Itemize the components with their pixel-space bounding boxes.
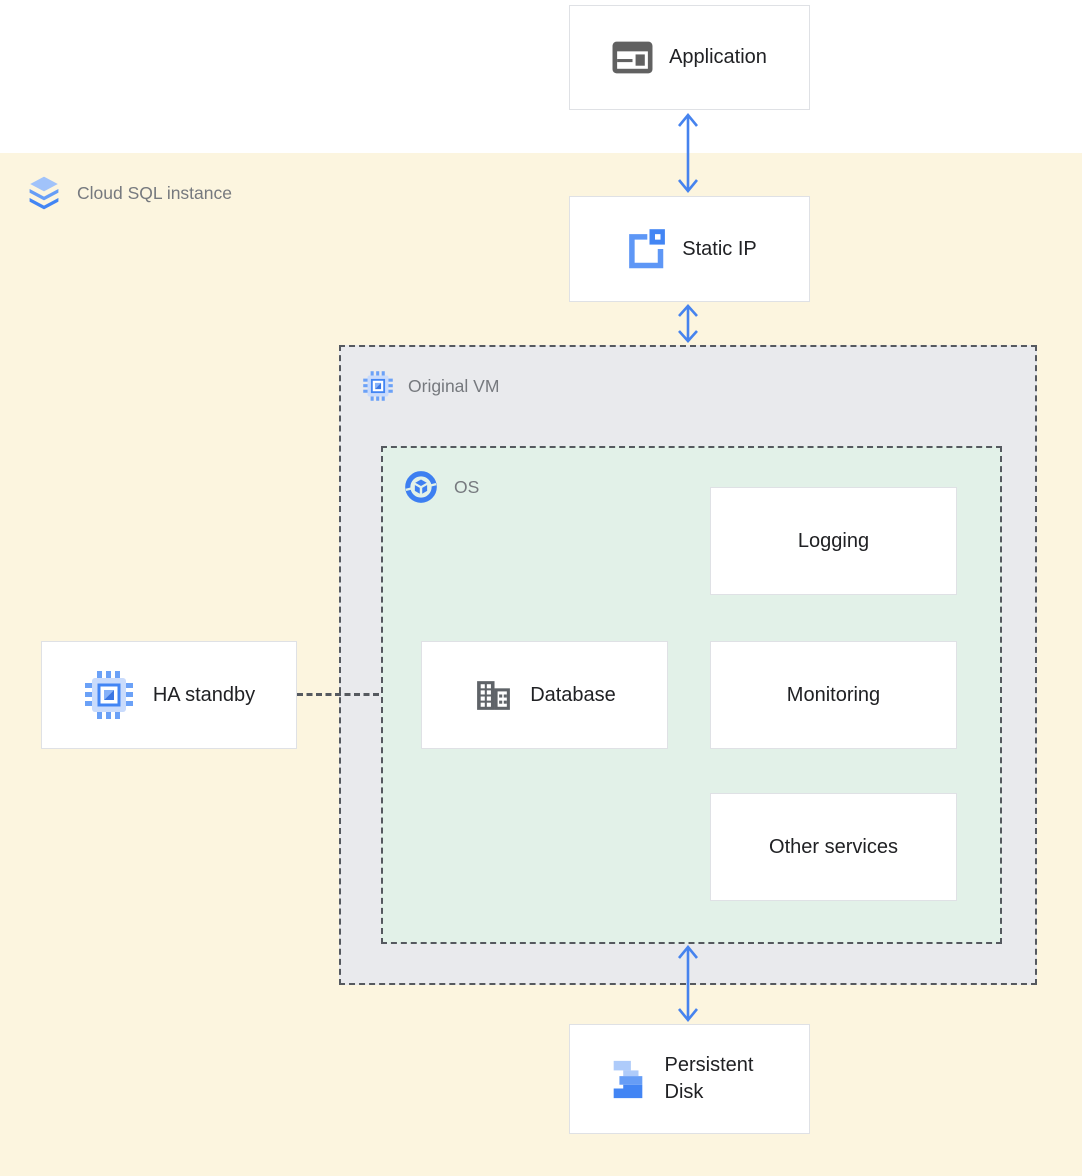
arrow-application-staticip: [674, 112, 702, 194]
database-label: Database: [530, 683, 616, 706]
static-ip-icon: [622, 227, 666, 271]
monitoring-node: Monitoring: [710, 641, 957, 749]
cloud-sql-icon: [25, 174, 63, 212]
original-vm-zone-label: Original VM: [362, 370, 499, 402]
logging-node: Logging: [710, 487, 957, 595]
cloud-sql-zone-label: Cloud SQL instance: [25, 174, 232, 212]
other-services-label: Other services: [769, 835, 898, 858]
arrow-staticip-vm: [674, 303, 702, 344]
application-label: Application: [669, 46, 767, 68]
application-node: Application: [569, 5, 810, 110]
original-vm-zone-title: Original VM: [408, 375, 500, 396]
os-icon: [404, 470, 438, 504]
arrow-os-disk: [674, 944, 702, 1023]
monitoring-label: Monitoring: [786, 683, 881, 706]
cloud-sql-zone-title: Cloud SQL instance: [77, 182, 232, 203]
static-ip-label: Static IP: [682, 237, 757, 260]
persistent-disk-icon: [607, 1055, 649, 1103]
database-icon: [473, 675, 514, 716]
database-node: Database: [421, 641, 668, 749]
os-zone-label: OS: [404, 470, 479, 504]
ha-standby-node: HA standby: [41, 641, 297, 749]
ha-standby-connector: [297, 693, 379, 696]
compute-engine-icon: [362, 370, 394, 402]
persistent-disk-node: Persistent Disk: [569, 1024, 810, 1134]
logging-label: Logging: [797, 529, 870, 552]
compute-engine-icon: [83, 669, 135, 721]
os-zone-title: OS: [454, 476, 480, 497]
persistent-disk-label: Persistent Disk: [664, 1054, 754, 1103]
other-services-node: Other services: [710, 793, 957, 901]
ha-standby-label: HA standby: [152, 683, 256, 706]
application-icon: [612, 41, 653, 74]
static-ip-node: Static IP: [569, 196, 810, 302]
